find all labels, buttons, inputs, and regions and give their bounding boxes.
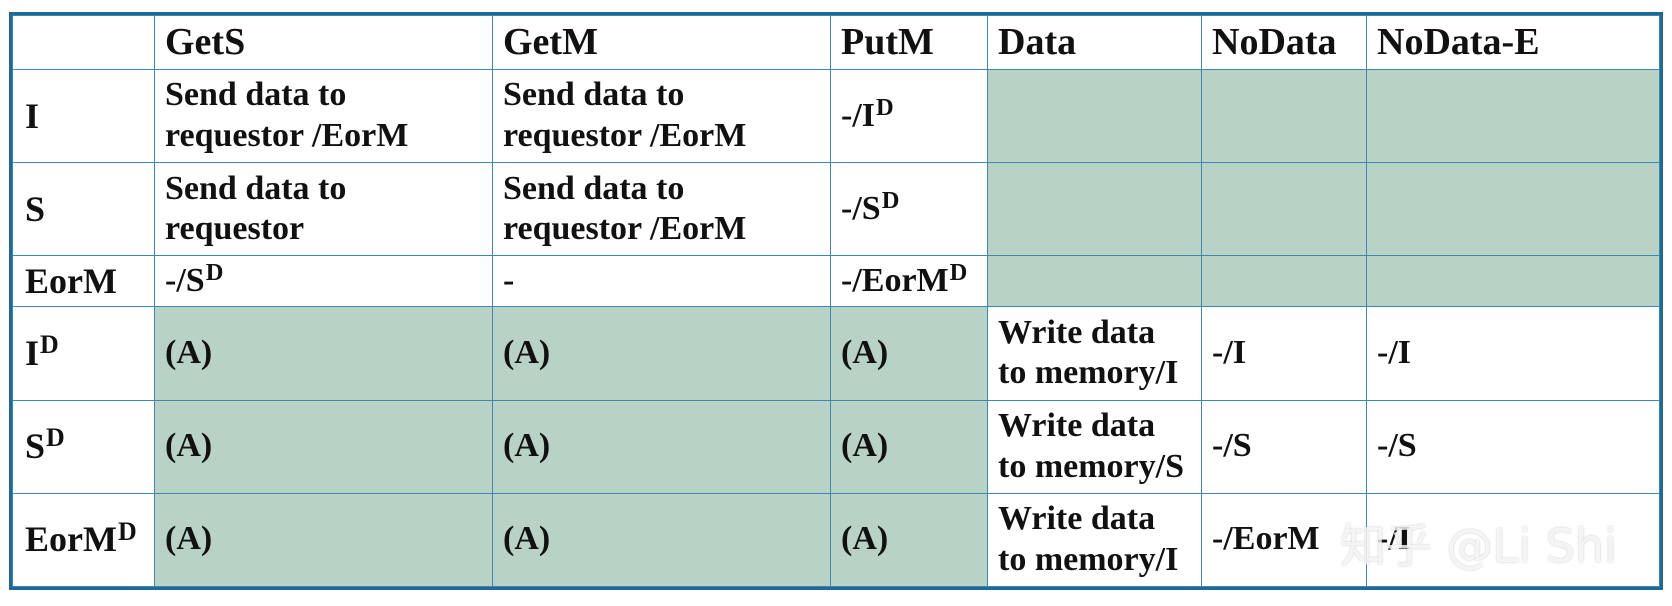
cell-eorm-nodata [1201, 255, 1367, 308]
cell-eormd-data: Write data to memory/I [987, 492, 1202, 588]
table-row-eormd: EorMD (A) (A) (A) Write data to memory/I… [12, 492, 1660, 588]
cell-sd-nodata: -/S [1201, 399, 1367, 494]
cell-id-getm: (A) [492, 306, 831, 401]
cell-text: -/EorM [841, 261, 949, 299]
row-label-i: I [12, 69, 155, 164]
cell-text: (A) [165, 520, 213, 558]
header-putm: PutM [830, 14, 988, 71]
row-label-text: EorM [25, 519, 117, 560]
cell-eormd-nodata: -/EorM [1201, 492, 1367, 588]
cell-sd-data: Write data to memory/S [987, 399, 1202, 494]
cell-text: -/S [165, 261, 205, 299]
table-row-id: ID (A) (A) (A) Write data to memory/I -/… [12, 306, 1660, 401]
cell-sup: D [949, 258, 968, 286]
cell-text: -/I [1377, 520, 1411, 558]
cell-text: -/I [1212, 334, 1246, 371]
cell-sd-getm: (A) [492, 399, 831, 494]
row-label-text: S [25, 188, 46, 229]
cell-eorm-getm: - [492, 255, 831, 308]
coherence-table-frame: GetS GetM PutM Data NoData NoData-E I Se… [9, 12, 1663, 590]
cell-sup: D [881, 186, 900, 214]
header-nodata: NoData [1201, 14, 1367, 71]
cell-s-getm: Send data to requestor /EorM [492, 162, 831, 257]
table-row-sd: SD (A) (A) (A) Write data to memory/S -/… [12, 399, 1660, 494]
cell-sd-putm: (A) [830, 399, 988, 494]
cell-i-nodata-e [1366, 69, 1660, 164]
cell-text: -/I [1377, 334, 1411, 371]
cell-id-nodata-e: -/I [1366, 306, 1660, 401]
cell-s-data [987, 162, 1202, 257]
cell-text: Write data to memory/I [998, 313, 1179, 392]
cell-i-nodata [1201, 69, 1367, 164]
cell-text: -/S [841, 189, 881, 227]
cell-eorm-nodata-e [1366, 255, 1660, 308]
row-label-sup: D [40, 330, 59, 360]
header-row: GetS GetM PutM Data NoData NoData-E [12, 14, 1660, 71]
cell-eormd-putm: (A) [830, 492, 988, 588]
header-gets: GetS [154, 14, 493, 71]
cell-s-nodata-e [1366, 162, 1660, 257]
cell-i-data [987, 69, 1202, 164]
cell-eormd-nodata-e: -/I [1366, 492, 1660, 588]
row-label-sd: SD [12, 399, 155, 494]
cell-sd-nodata-e: -/S [1366, 399, 1660, 494]
table-row-i: I Send data to requestor /EorM Send data… [12, 69, 1660, 164]
cell-id-nodata: -/I [1201, 306, 1367, 401]
cell-text: -/S [1377, 427, 1417, 465]
table-row-s: S Send data to requestor Send data to re… [12, 162, 1660, 257]
row-label-eorm: EorM [12, 255, 155, 308]
cell-text: Write data to memory/S [998, 406, 1185, 485]
cell-sup: D [205, 258, 224, 286]
cell-eormd-gets: (A) [154, 492, 493, 588]
row-label-eormd: EorMD [12, 492, 155, 588]
cell-eorm-putm: -/EorMD [830, 255, 988, 308]
row-label-text: S [25, 426, 46, 467]
table-row-eorm: EorM -/SD - -/EorMD [12, 255, 1660, 308]
row-label-sup: D [117, 516, 137, 546]
cell-i-putm: -/ID [830, 69, 988, 164]
cell-s-gets: Send data to requestor [154, 162, 493, 257]
cell-text: (A) [503, 427, 551, 465]
cell-text: Send data to requestor [165, 169, 347, 248]
cell-text: Send data to requestor /EorM [165, 76, 409, 155]
cell-id-data: Write data to memory/I [987, 306, 1202, 401]
cell-s-nodata [1201, 162, 1367, 257]
cell-text: - [503, 261, 515, 299]
cell-text: Send data to requestor /EorM [503, 76, 747, 155]
row-label-sup: D [46, 423, 65, 453]
row-label-text: I [25, 95, 40, 136]
row-label-text: I [25, 332, 40, 373]
cell-sup: D [876, 93, 894, 121]
cell-sd-gets: (A) [154, 399, 493, 494]
header-corner [12, 14, 155, 71]
cell-i-getm: Send data to requestor /EorM [492, 69, 831, 164]
cell-text: (A) [165, 427, 213, 465]
cell-text: (A) [503, 334, 551, 371]
cell-id-gets: (A) [154, 306, 493, 401]
cell-eorm-gets: -/SD [154, 255, 493, 308]
cell-s-putm: -/SD [830, 162, 988, 257]
watermark: 知乎 @Li Shi [1340, 519, 1617, 573]
cell-text: -/EorM [1212, 520, 1320, 558]
row-label-id: ID [12, 306, 155, 401]
cell-i-gets: Send data to requestor /EorM [154, 69, 493, 164]
cell-text: Send data to requestor /EorM [503, 169, 747, 248]
cell-text: -/I [841, 96, 875, 134]
cell-eorm-data [987, 255, 1202, 308]
cell-eormd-getm: (A) [492, 492, 831, 588]
cell-text: (A) [841, 427, 889, 465]
header-getm: GetM [492, 14, 831, 71]
cell-text: (A) [165, 334, 213, 371]
coherence-state-table: GetS GetM PutM Data NoData NoData-E I Se… [12, 14, 1660, 588]
cell-text: -/S [1212, 427, 1252, 465]
header-nodata-e: NoData-E [1366, 14, 1660, 71]
cell-text: (A) [503, 520, 551, 558]
row-label-text: EorM [25, 260, 117, 301]
cell-id-putm: (A) [830, 306, 988, 401]
row-label-s: S [12, 162, 155, 257]
header-data: Data [987, 14, 1202, 71]
cell-text: (A) [841, 520, 889, 558]
cell-text: (A) [841, 334, 889, 371]
cell-text: Write data to memory/I [998, 500, 1179, 578]
